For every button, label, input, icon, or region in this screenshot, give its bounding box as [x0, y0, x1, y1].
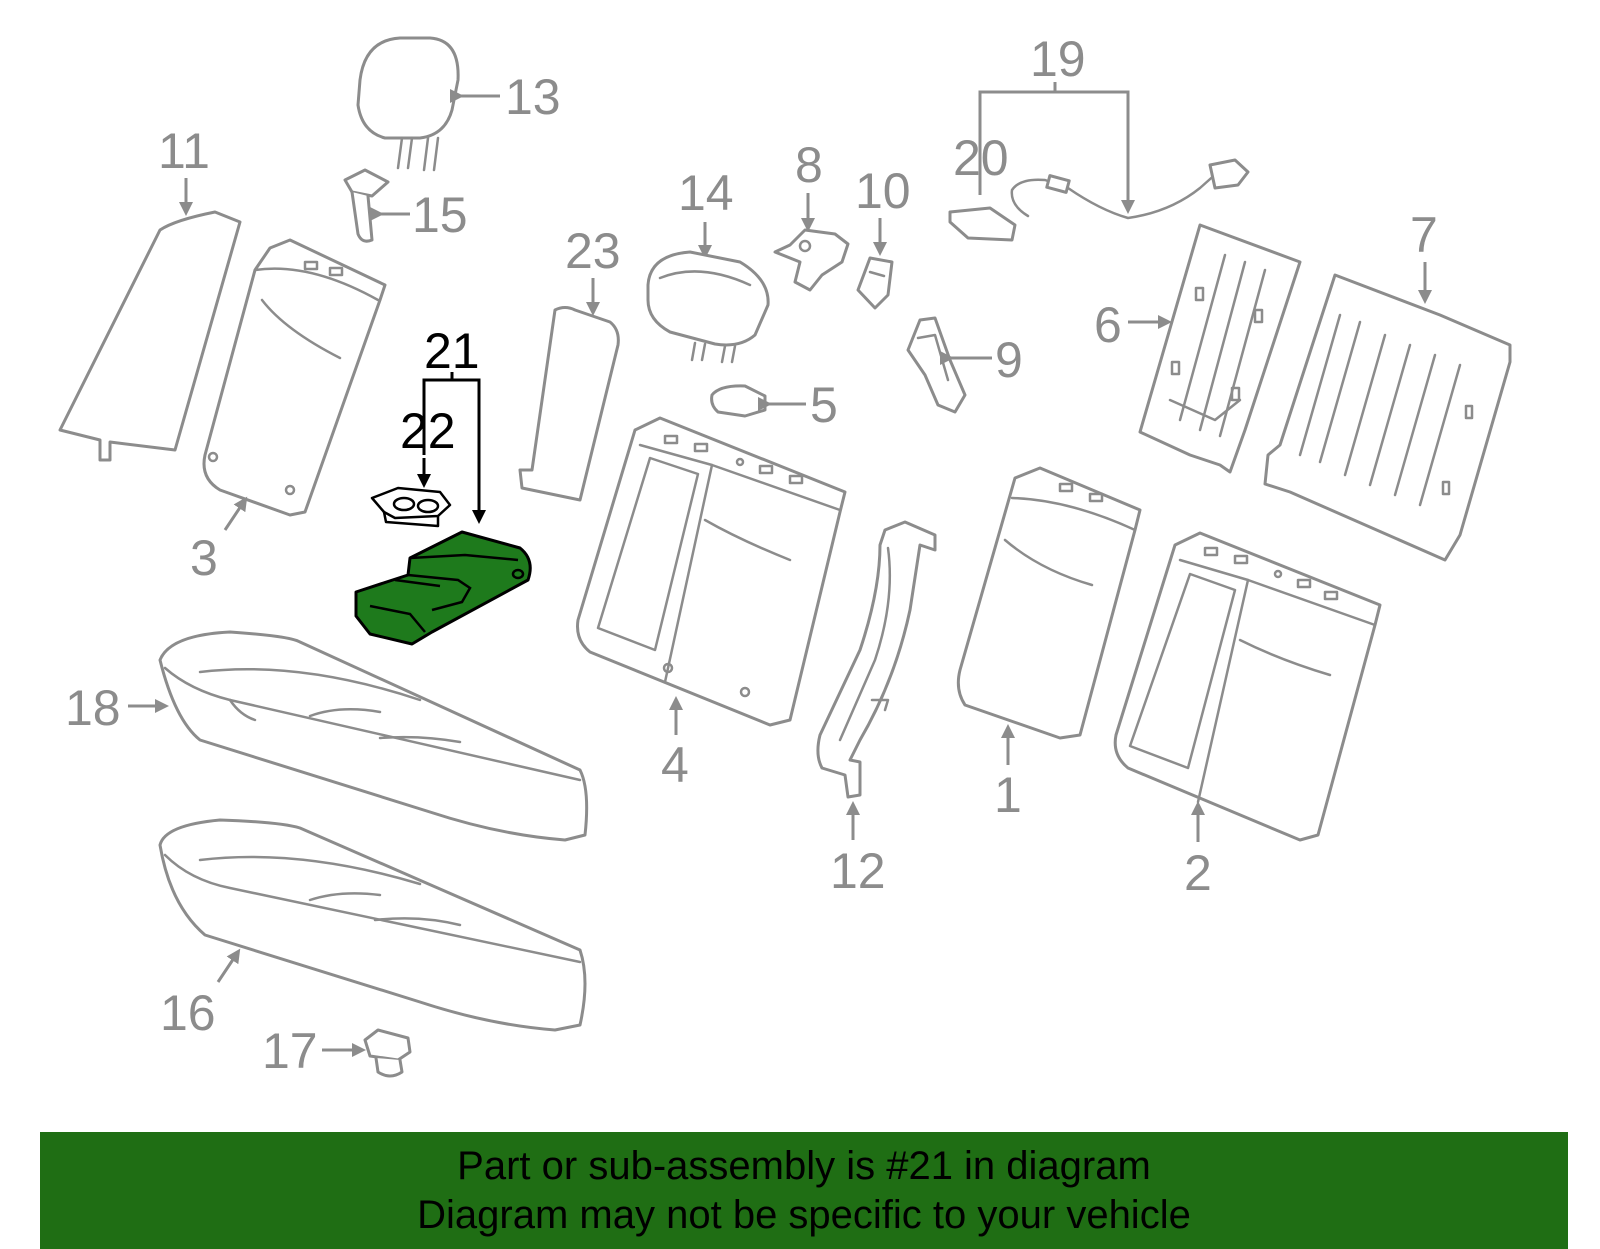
part-5-cover	[710, 384, 767, 418]
lead-16	[216, 948, 241, 983]
parts-diagram: 13 15 11 3 21 22 18	[58, 31, 1512, 1079]
callout-4: 4	[661, 737, 689, 793]
callout-3: 3	[190, 530, 218, 586]
callout-12: 12	[830, 843, 886, 899]
callout-13: 13	[505, 69, 561, 125]
banner-line-1: Part or sub-assembly is #21 in diagram	[457, 1144, 1151, 1188]
part-12-bolster	[816, 520, 937, 799]
part-16-cushion	[158, 818, 587, 1032]
part-14-headrest	[646, 250, 770, 364]
callout-14: 14	[678, 165, 734, 221]
callout-11: 11	[158, 123, 210, 179]
callout-8: 8	[795, 137, 823, 193]
part-3-seatback	[202, 238, 387, 517]
callout-15: 15	[412, 187, 468, 243]
callout-21: 21	[424, 323, 480, 379]
callout-10: 10	[855, 163, 911, 219]
lead-3	[223, 496, 248, 531]
callout-19: 19	[1030, 31, 1086, 87]
part-20-connector	[948, 206, 1017, 242]
callout-22: 22	[400, 403, 456, 459]
part-17-clip	[363, 1028, 412, 1078]
callout-23: 23	[565, 223, 621, 279]
part-7-frame	[1263, 273, 1512, 562]
callout-20: 20	[953, 130, 1009, 186]
part-15-guide	[343, 168, 390, 243]
callout-16: 16	[160, 985, 216, 1041]
callout-17: 17	[262, 1023, 318, 1079]
part-1-seatback	[956, 466, 1142, 740]
part-19-harness	[1010, 158, 1250, 220]
part-23-panel	[518, 306, 620, 502]
part-8-bracket	[773, 228, 850, 292]
callout-7: 7	[1410, 207, 1438, 263]
part-11-panel	[58, 210, 242, 462]
info-banner: Part or sub-assembly is #21 in diagram D…	[40, 1132, 1568, 1249]
callout-5: 5	[810, 377, 838, 433]
part-9-hinge	[906, 316, 967, 414]
part-10-clip	[856, 256, 894, 310]
callout-9: 9	[995, 332, 1023, 388]
part-6-frame	[1138, 223, 1302, 474]
part-18-cushion-cover	[158, 630, 589, 842]
callout-1: 1	[994, 767, 1022, 823]
banner-line-2: Diagram may not be specific to your vehi…	[417, 1193, 1191, 1237]
part-13-headrest	[356, 36, 460, 172]
part-4-seatback	[576, 416, 847, 727]
callout-2: 2	[1184, 845, 1212, 901]
part-21-armrest	[354, 530, 532, 646]
callout-6: 6	[1094, 297, 1122, 353]
callout-18: 18	[65, 680, 121, 736]
part-2-seatback	[1113, 531, 1382, 842]
part-22-cup-holder	[370, 486, 452, 528]
